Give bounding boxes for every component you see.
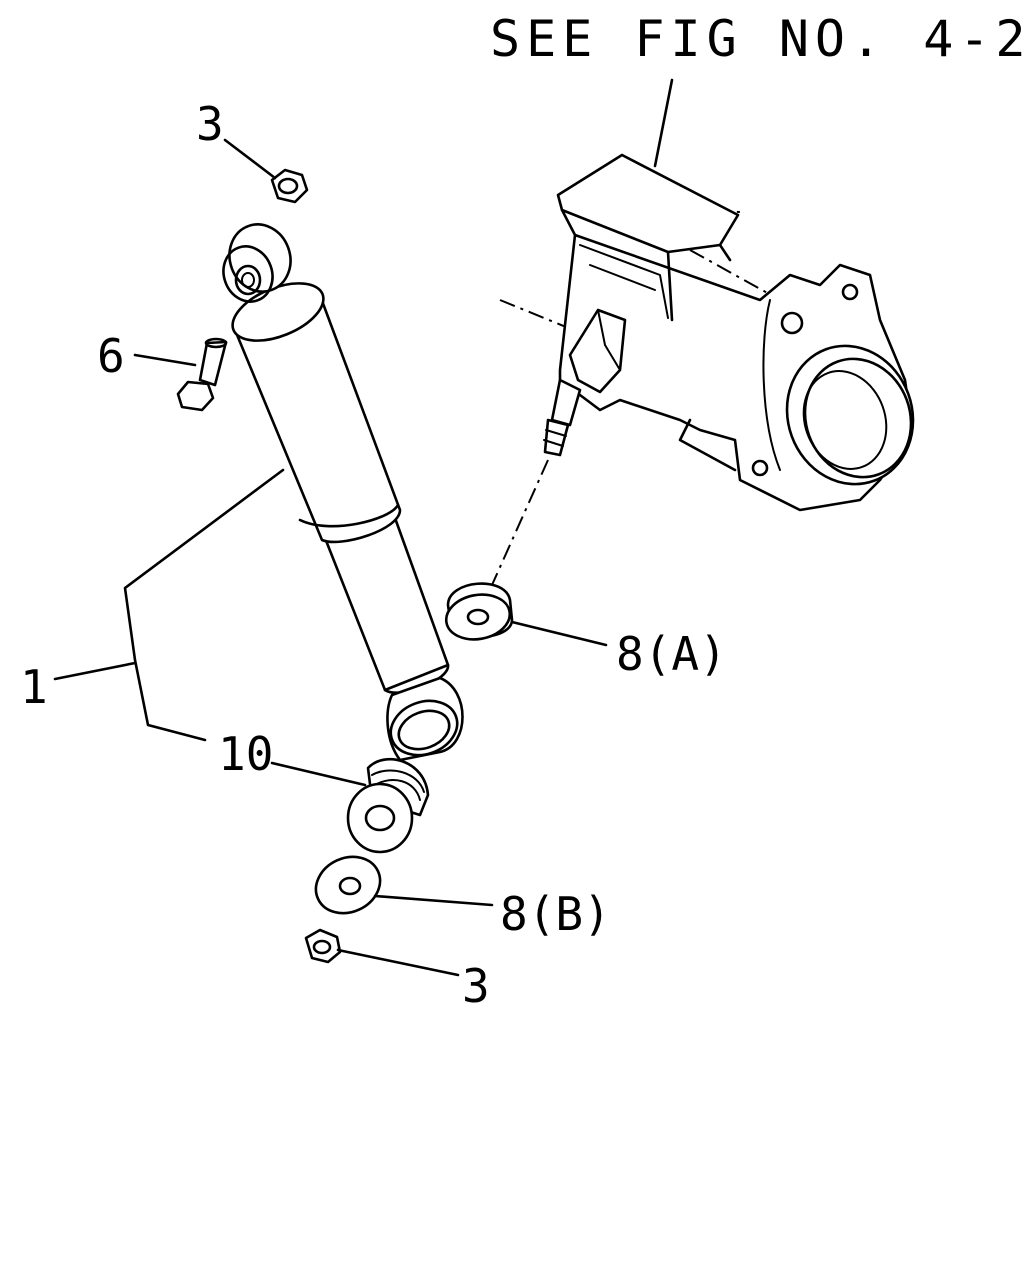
axle-housing (499, 153, 915, 512)
callout-bolt: 6 (97, 329, 125, 383)
leader-nut-bottom (336, 948, 460, 977)
callout-nut-bottom: 3 (462, 959, 490, 1013)
nut-bottom (304, 928, 342, 964)
callout-washer-b: 8(B) (500, 887, 611, 941)
figure-reference-text: SEE FIG NO. 4-20 (490, 10, 1024, 68)
figure-reference-leader (653, 78, 674, 168)
nut-top (270, 168, 309, 204)
shock-absorber (222, 223, 464, 762)
leader-washer-b (373, 894, 494, 907)
leader-bushing (270, 761, 367, 787)
callout-shock-absorber: 1 (20, 660, 48, 714)
flange-bolt-hole-lower (751, 459, 769, 477)
bracket-shock-absorber (123, 468, 285, 742)
bolt (176, 337, 228, 412)
callout-washer-a: 8(A) (616, 627, 727, 681)
bushing-face (346, 782, 414, 854)
flange-bolt-hole-upper (841, 283, 859, 301)
callout-nut-top: 3 (196, 97, 224, 151)
washer-b (314, 855, 382, 915)
washer-a (444, 582, 514, 641)
leader-washer-a (510, 620, 608, 647)
leader-nut-top (223, 138, 277, 180)
callout-bushing: 10 (218, 727, 273, 781)
leader-bolt (133, 353, 197, 367)
bushing (346, 758, 430, 854)
leader-shock-absorber (53, 661, 137, 681)
flange-bolt-hole-top (780, 311, 804, 335)
stud-centre-line (491, 459, 549, 586)
